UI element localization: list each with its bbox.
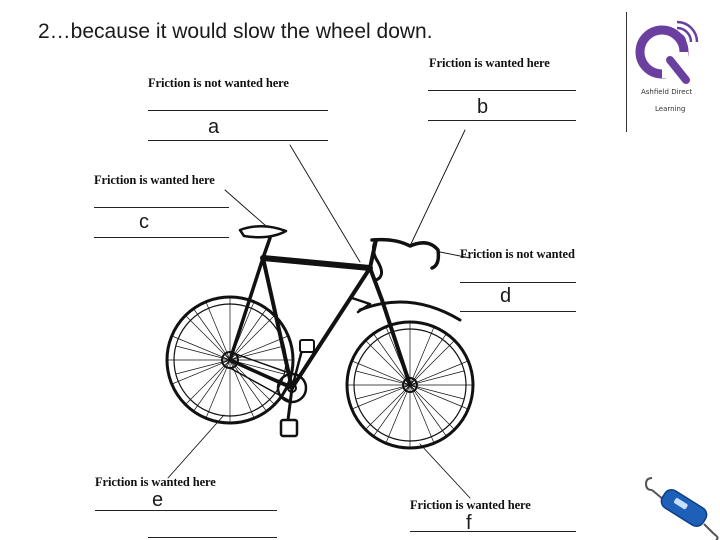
label-b-prompt: Friction is wanted here bbox=[429, 56, 550, 71]
logo-text-line1: Ashfield Direct bbox=[641, 88, 692, 96]
label-c-answer: c bbox=[139, 211, 149, 234]
logo-divider bbox=[626, 12, 627, 132]
label-a-answer: a bbox=[208, 116, 219, 139]
label-e-prompt: Friction is wanted here bbox=[95, 475, 216, 490]
label-b-answer: b bbox=[477, 96, 488, 119]
label-a-line-1 bbox=[148, 110, 328, 111]
label-c-line-1 bbox=[94, 207, 229, 208]
label-a-line-2 bbox=[148, 140, 328, 141]
label-b-line-2 bbox=[428, 120, 576, 121]
label-a-prompt: Friction is not wanted here bbox=[148, 76, 289, 91]
label-c-line-2 bbox=[94, 237, 229, 238]
label-d-answer: d bbox=[500, 285, 511, 308]
label-d-line-2 bbox=[460, 311, 576, 312]
label-e-line-1 bbox=[95, 510, 277, 511]
label-e-answer: e bbox=[152, 489, 163, 512]
label-e-line-2 bbox=[148, 537, 277, 538]
slide-title: 2…because it would slow the wheel down. bbox=[38, 20, 433, 44]
label-d-line-1 bbox=[460, 282, 576, 283]
label-d-prompt: Friction is not wanted bbox=[460, 247, 575, 262]
label-b-line-1 bbox=[428, 90, 576, 91]
label-f-prompt: Friction is wanted here bbox=[410, 498, 531, 513]
label-f-line-1 bbox=[410, 531, 576, 532]
logo-text-line2: Learning bbox=[655, 105, 685, 113]
label-c-prompt: Friction is wanted here bbox=[94, 173, 215, 188]
